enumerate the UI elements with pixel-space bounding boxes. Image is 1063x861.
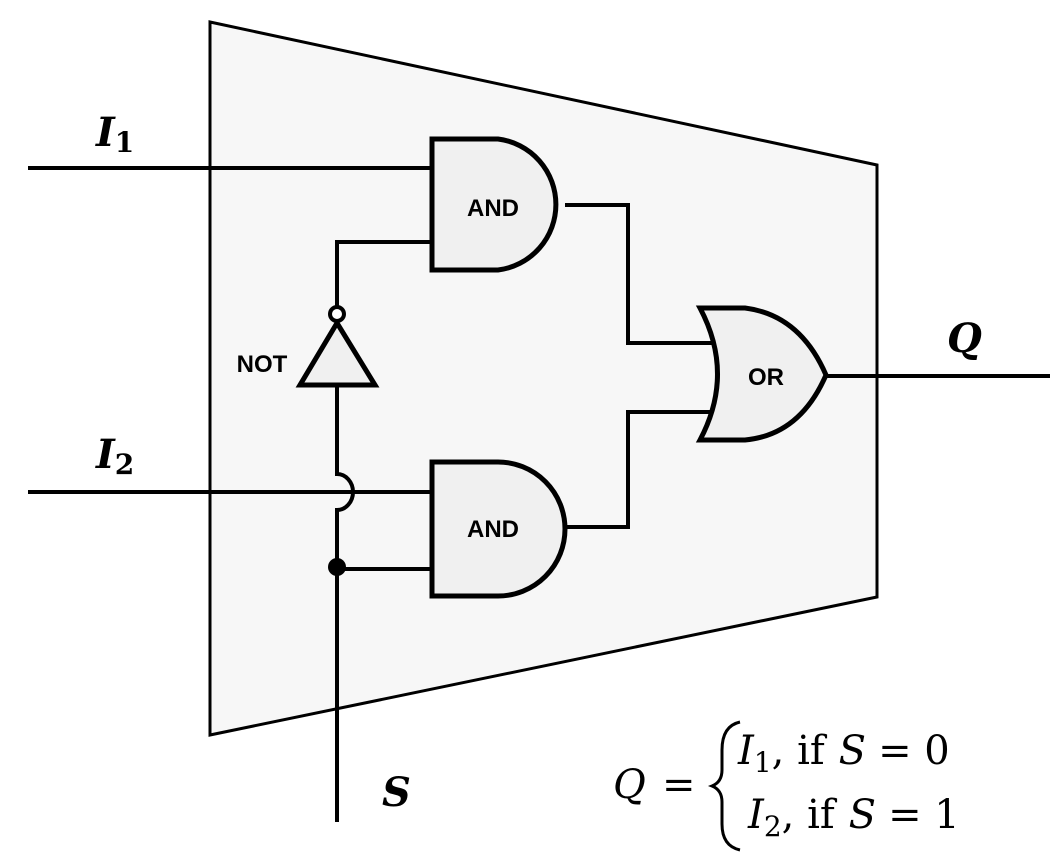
not-output-wire <box>335 240 432 306</box>
select-s-label: S <box>382 769 411 816</box>
equation-brace <box>707 720 741 852</box>
equation-lhs: Q <box>613 762 646 808</box>
input-i1-label: I1 <box>95 109 134 159</box>
not-gate <box>295 318 380 388</box>
and1-to-or-wire <box>565 203 714 345</box>
and-gate-bottom <box>429 459 568 599</box>
junction-dot <box>328 558 346 576</box>
output-q-label: Q <box>947 315 982 362</box>
or-gate <box>695 305 829 443</box>
select-wire <box>335 385 355 822</box>
or-gate-label: OR <box>748 364 784 391</box>
equation-equals: = <box>662 762 696 808</box>
and-gate-top <box>429 136 559 273</box>
not-gate-label: NOT <box>237 351 288 378</box>
mux-body <box>208 20 879 737</box>
and2-to-or-wire <box>565 410 714 529</box>
and-gate-bottom-label: AND <box>467 516 519 543</box>
not-gate-bubble <box>328 305 346 323</box>
and-gate-top-label: AND <box>467 195 519 222</box>
input-i2-label: I2 <box>95 431 134 481</box>
